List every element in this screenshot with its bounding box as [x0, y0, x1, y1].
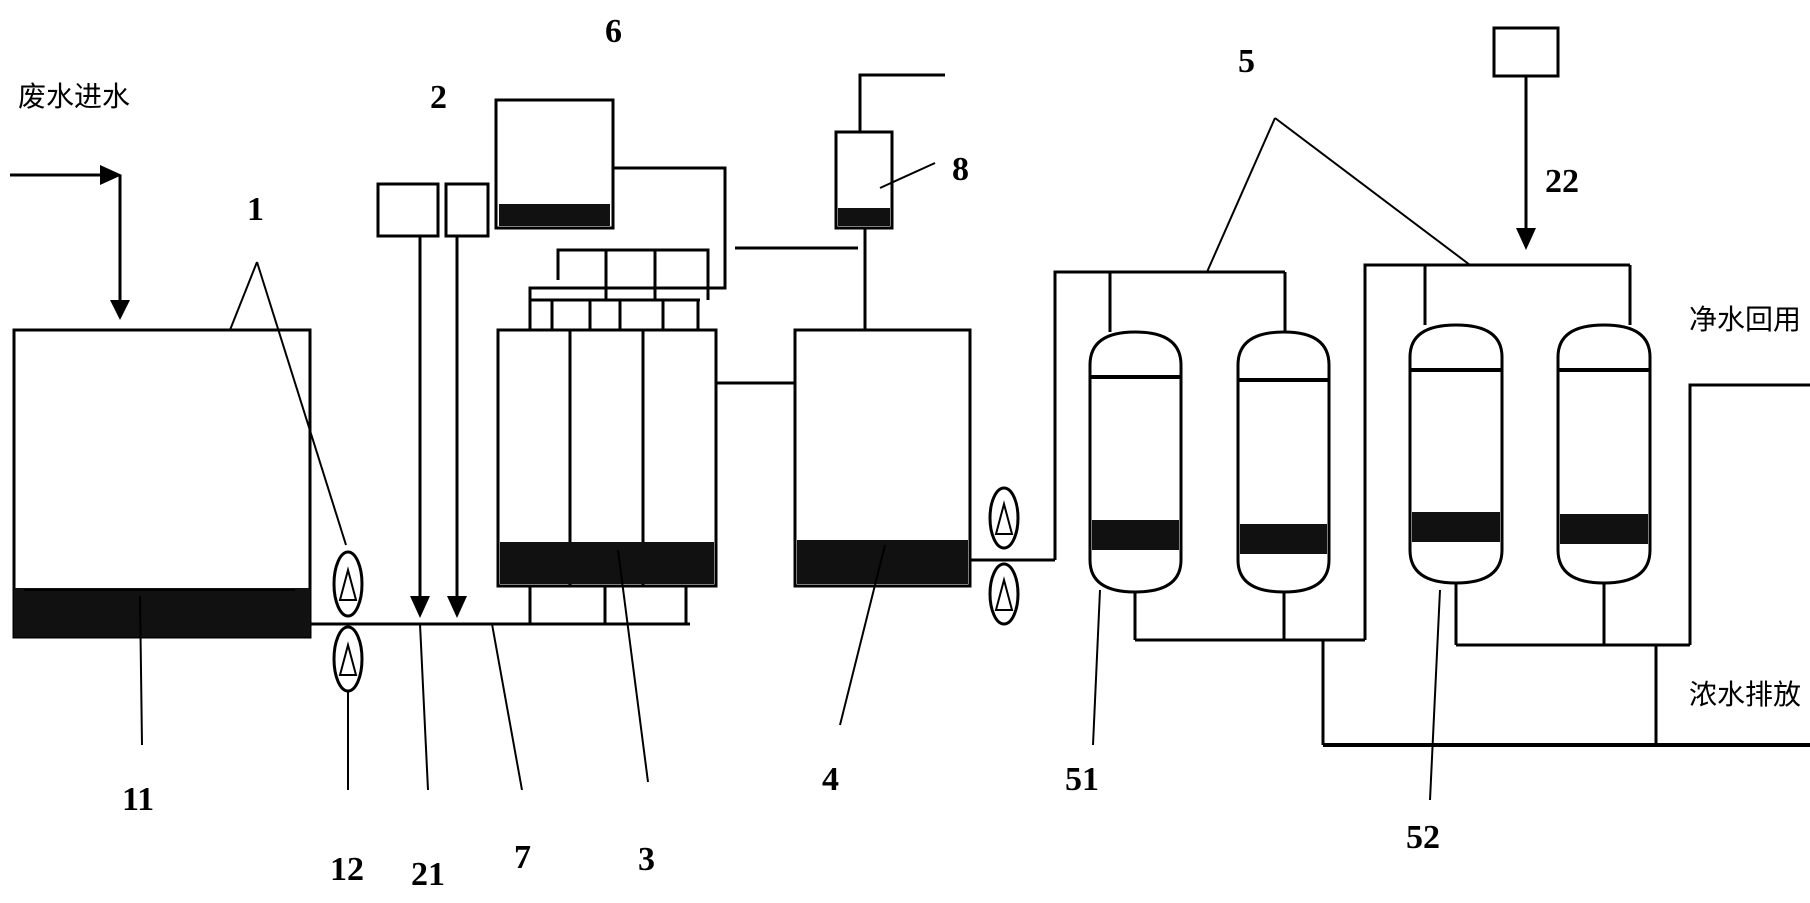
- chemical-tank-6: [494, 98, 727, 300]
- collection-tank: [12, 328, 312, 639]
- label-21: 21: [411, 856, 445, 893]
- label-22: 22: [1545, 163, 1579, 200]
- membrane-vessel-52: [1408, 323, 1504, 645]
- leader-lines: [139, 117, 1471, 801]
- clean-reuse-label: 净水回用: [1689, 303, 1801, 336]
- dosing-box-21a: [376, 182, 440, 618]
- concentrate-discharge-label: 浓水排放: [1689, 678, 1801, 711]
- dosing-box-22: [1492, 26, 1560, 250]
- reactor-tank-3: [496, 328, 718, 624]
- label-11: 11: [122, 781, 154, 818]
- manifold-lines: [528, 246, 858, 330]
- concentrate-pipes: [1135, 530, 1810, 747]
- label-52: 52: [1406, 819, 1440, 856]
- label-8: 8: [952, 151, 969, 188]
- inlet-arrow: [10, 165, 130, 320]
- membrane-header-pipes: [1053, 263, 1810, 640]
- pump-4-upper: [988, 486, 1020, 550]
- label-2: 2: [430, 79, 447, 116]
- dosing-box-21b: [444, 182, 490, 618]
- membrane-vessel-52b: [1556, 323, 1652, 645]
- membrane-vessel-51: [1088, 330, 1183, 640]
- label-7: 7: [514, 839, 531, 876]
- settling-tank-4: [793, 328, 972, 588]
- pump-12-lower: [332, 625, 364, 693]
- label-6: 6: [605, 13, 622, 50]
- label-4: 4: [822, 761, 839, 798]
- label-12: 12: [330, 851, 364, 888]
- label-3: 3: [638, 841, 655, 878]
- inlet-label: 废水进水: [18, 80, 130, 113]
- pump-4-lower: [988, 562, 1020, 626]
- dosing-tank-8: [834, 73, 945, 330]
- label-1: 1: [247, 191, 264, 228]
- label-51: 51: [1065, 761, 1099, 798]
- membrane-vessel-51b: [1236, 330, 1331, 640]
- pump-12-upper: [332, 550, 364, 618]
- label-5: 5: [1238, 43, 1255, 80]
